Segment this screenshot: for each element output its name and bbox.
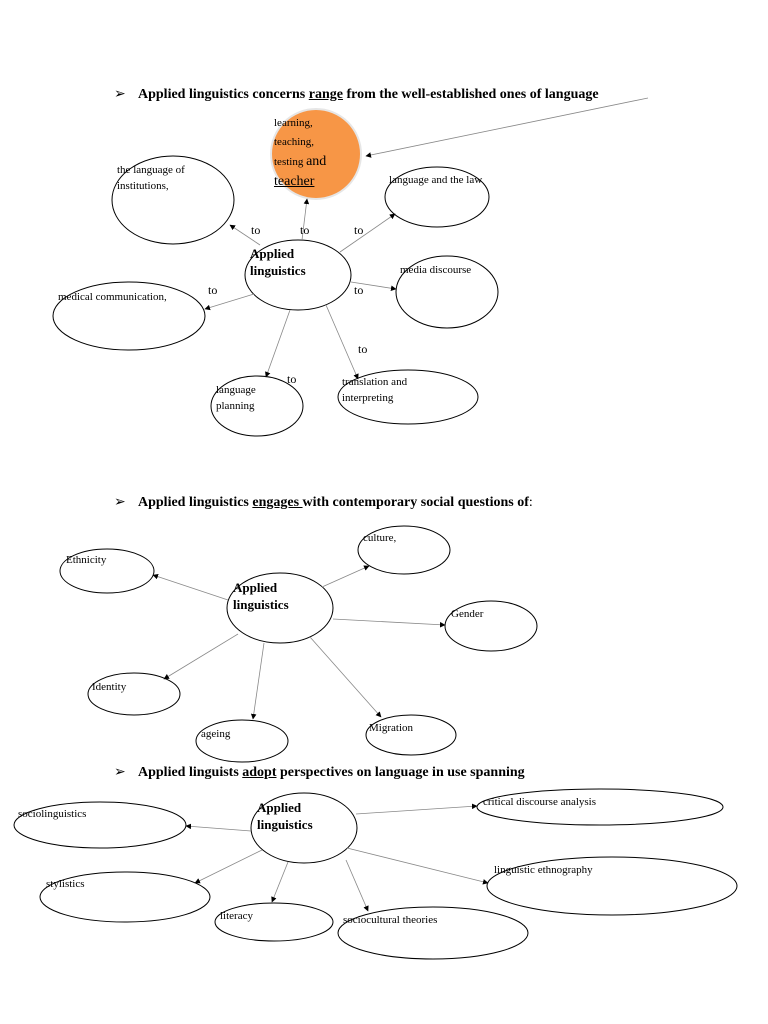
connector-arrow (321, 565, 370, 588)
section-1-heading: ➢ Applied linguistics concerns range from… (114, 86, 599, 103)
culture-label: culture, (363, 532, 397, 544)
connector-arrow (185, 823, 252, 832)
connector-arrow (355, 803, 478, 815)
identity-node (87, 672, 181, 716)
media-label: media discourse (400, 264, 472, 276)
to-label: to (358, 342, 368, 356)
connector-arrow (325, 304, 359, 380)
planning-node (210, 375, 304, 437)
connector-arrow (332, 618, 446, 628)
migration-label: Migration (369, 722, 413, 734)
to-label: to (251, 223, 261, 237)
center-node (244, 239, 352, 311)
section-2-heading: ➢ Applied linguistics engages with contem… (114, 494, 533, 511)
translation-label: translation and interpreting (342, 376, 408, 404)
heading-punctuation: : (528, 495, 533, 510)
learning-teaching-label: learning, teaching, testing and teacher … (274, 117, 327, 189)
center-node (250, 792, 358, 864)
connector-arrow (229, 224, 261, 246)
ethnography-node (486, 856, 738, 916)
heading-text: with contemporary social questions of (302, 495, 529, 510)
to-label: to (354, 283, 364, 297)
institutions-label: the language of institutions, (117, 164, 185, 192)
to-label: to (354, 223, 364, 237)
connector-arrow (271, 861, 289, 903)
arrow-bullet-icon: ➢ (114, 87, 126, 102)
literacy-label: literacy (220, 910, 253, 922)
learning-teaching-node (270, 108, 362, 200)
stylistics-label: stylistics (46, 878, 85, 890)
to-label: to (287, 372, 297, 386)
connector-arrow (345, 859, 369, 912)
connector-arrow (309, 636, 382, 718)
section-3-map (13, 788, 738, 960)
connector-arrow (265, 309, 291, 378)
heading-text: Applied linguists (138, 765, 243, 780)
law-label: language and the law (389, 174, 483, 186)
to-label: to (208, 283, 218, 297)
heading-keyword: adopt (242, 765, 277, 780)
migration-node (365, 714, 457, 756)
center-node (226, 572, 334, 644)
ethnicity-label: Ethnicity (66, 554, 107, 566)
connector-arrow (152, 573, 229, 601)
ageing-label: ageing (201, 728, 231, 740)
connector-arrow (350, 281, 397, 291)
section-3-heading: ➢ Applied linguists adopt perspectives on… (114, 764, 525, 781)
sociocultural-node (337, 906, 529, 960)
translation-node (337, 369, 479, 425)
section-2-map (59, 525, 538, 763)
heading-text: Applied linguistics concerns (138, 87, 309, 102)
arrow-bullet-icon: ➢ (114, 495, 126, 510)
sociolinguistics-label: sociolinguistics (18, 808, 87, 820)
heading-text: from the well-established ones of langua… (342, 87, 599, 102)
heading-keyword: engages (252, 495, 303, 510)
to-label: to (300, 223, 310, 237)
literacy-node (214, 902, 334, 942)
connector-arrow (365, 97, 649, 158)
connector-arrow (346, 847, 489, 885)
heading-text: perspectives on language in use spanning (276, 765, 525, 780)
connector-arrow (250, 642, 265, 720)
connector-arrow (204, 293, 255, 311)
medical-node (52, 281, 206, 351)
identity-label: Identity (92, 681, 127, 693)
arrow-bullet-icon: ➢ (114, 765, 126, 780)
stylistics-node (39, 871, 211, 923)
connector-arrow (194, 849, 263, 884)
ageing-node (195, 719, 289, 763)
connector-arrow (339, 213, 396, 253)
heading-keyword: range (308, 87, 343, 102)
planning-label: language planning (216, 384, 256, 412)
ethnicity-node (59, 548, 155, 594)
ethnography-label: linguistic ethnography (494, 864, 593, 876)
connector-arrow (301, 198, 310, 241)
connector-arrow (163, 633, 239, 680)
culture-node (357, 525, 451, 575)
sociocultural-label: sociocultural theories (343, 914, 438, 926)
gender-label: Gender (451, 608, 484, 620)
section-1-map (52, 97, 649, 437)
heading-text: Applied linguistics (138, 495, 253, 510)
law-node (384, 166, 490, 228)
media-node (395, 255, 499, 329)
institutions-node (111, 155, 235, 245)
medical-label: medical communication, (58, 291, 167, 303)
cda-label: critical discourse analysis (483, 796, 597, 808)
